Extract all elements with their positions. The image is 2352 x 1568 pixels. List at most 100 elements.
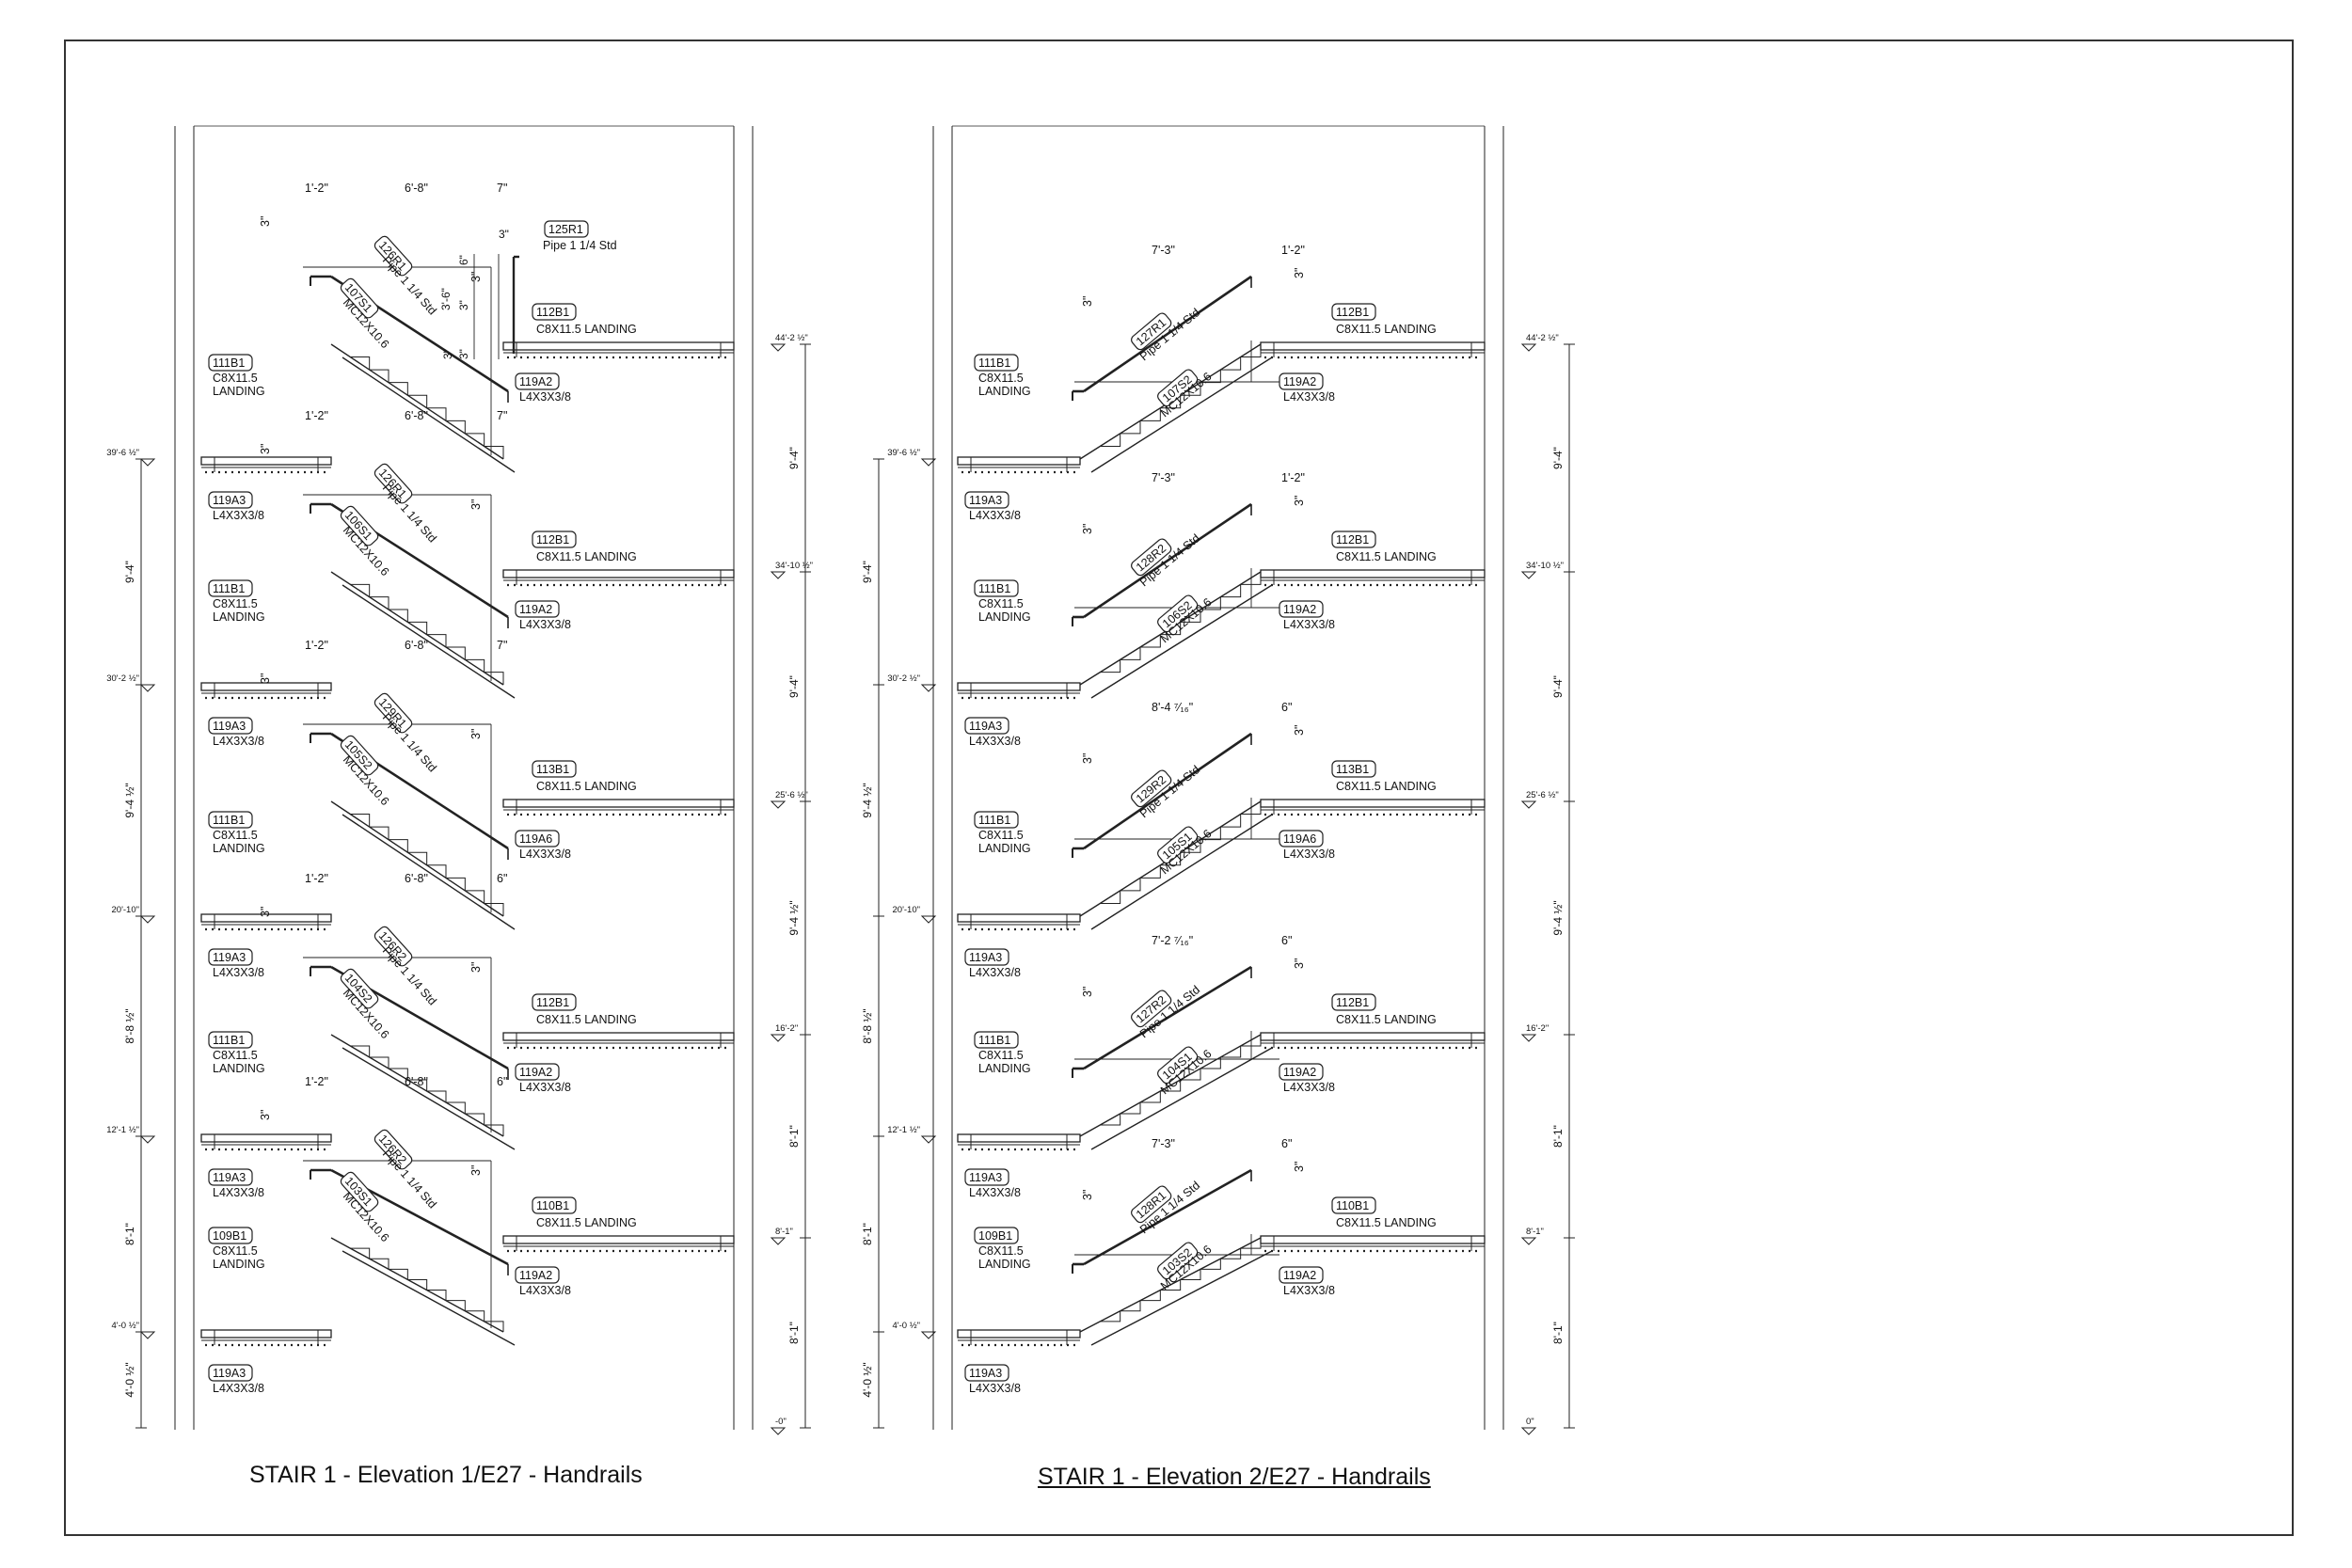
lower-angle-mark-box [208, 948, 253, 966]
rail-mark-box [373, 1129, 413, 1170]
rail-mark-box [1131, 990, 1172, 1028]
tread-6 [1200, 596, 1221, 610]
upper-landing-section [502, 341, 735, 351]
upper-angle-mark-text: 119A6 [1283, 832, 1316, 846]
lower-landing-mark-box [208, 811, 253, 829]
stringer-mark-box [1157, 1046, 1199, 1085]
flight-dim-2: 3" [1081, 987, 1094, 997]
tread-3 [1140, 864, 1161, 879]
upper-landing-section [1260, 569, 1486, 578]
tread-4 [1160, 395, 1182, 409]
tread-6 [446, 877, 466, 891]
tread-4 [407, 394, 428, 408]
lower-landing [200, 456, 332, 474]
stringer-mark-box [340, 277, 379, 319]
level-8-symbol [770, 1237, 787, 1245]
left-dim-0: 9'-4" [123, 561, 136, 583]
right-dim-0: 9'-4" [787, 447, 801, 469]
left-dim-4: 4'-0 ½" [123, 1362, 136, 1397]
flight-dim-1: 6" [1281, 934, 1292, 947]
upper-landing [502, 1235, 735, 1253]
flight-dim-3: 3" [259, 907, 272, 917]
rail-mark-box [373, 692, 413, 734]
flight-dim-3: 3" [259, 216, 272, 227]
level-10: 0" [1520, 1417, 1537, 1435]
tread-5 [1180, 610, 1201, 623]
top-rail-dim-text-3: 3" [441, 349, 454, 359]
top-rail-mark: 125R1 [544, 220, 589, 238]
stringer-top [330, 571, 504, 686]
lower-landing-desc-1: C8X11.5 [213, 1049, 258, 1062]
lower-landing-desc-1: C8X11.5 [978, 597, 1024, 610]
level-10-symbol [1520, 1427, 1537, 1435]
tread-5 [426, 407, 447, 421]
lower-landing-desc-2: LANDING [978, 385, 1031, 398]
level-3-label: 30'-2 ½" [887, 673, 920, 684]
upper-landing-desc: C8X11.5 LANDING [1336, 323, 1437, 336]
tread-5 [426, 1290, 447, 1301]
level-1-label: 39'-6 ½" [106, 448, 139, 458]
upper-angle-mark-box [1279, 1063, 1324, 1081]
upper-angle-mark-text: 119A2 [1283, 603, 1316, 616]
level-1-symbol [920, 458, 937, 467]
level-9-symbol [920, 1331, 937, 1339]
lower-landing-desc-2: LANDING [213, 610, 265, 624]
flight-dim-0: 1'-2" [305, 639, 328, 652]
level-5: 20'-10" [893, 905, 937, 924]
lower-landing [957, 913, 1081, 931]
tread-1 [350, 1045, 371, 1057]
lower-landing-mark-box [974, 579, 1019, 597]
lower-landing-desc-2: LANDING [978, 1062, 1031, 1075]
lower-angle-desc: L4X3X3/8 [969, 1382, 1021, 1395]
tread-7 [1220, 1248, 1242, 1259]
top-rail-mark-box [544, 220, 589, 238]
level-3: 30'-2 ½" [887, 673, 937, 692]
stringer-bottom [1090, 1250, 1273, 1346]
tread-8 [1240, 801, 1262, 816]
tread-7 [465, 1113, 485, 1125]
tread-2 [369, 596, 389, 610]
lower-landing-section [200, 682, 332, 691]
stringer-top [330, 800, 504, 917]
lower-landing [200, 913, 332, 931]
level-2-label: 34'-10 ½" [775, 561, 813, 571]
left-dim-1: 9'-4 ½" [123, 783, 136, 817]
flight-dim-4: 3" [469, 499, 483, 510]
level-7-symbol [920, 1135, 937, 1144]
stringer-bottom [1090, 584, 1273, 699]
lower-angle-mark-text: 119A3 [213, 1171, 246, 1184]
tread-5 [426, 634, 447, 647]
tread-2 [369, 1056, 389, 1069]
level-10: -0" [770, 1417, 787, 1435]
flight-dim-3: 3" [259, 444, 272, 454]
lower-landing-desc-2: LANDING [978, 842, 1031, 855]
lower-landing-mark: 111B1 [974, 354, 1019, 372]
flight-dim-0: 1'-2" [305, 872, 328, 885]
level-6-label: 16'-2" [775, 1023, 798, 1034]
upper-landing-mark-text: 112B1 [536, 996, 569, 1009]
tread-2 [1120, 1300, 1141, 1312]
level-7: 12'-1 ½" [887, 1125, 937, 1144]
flight-dim-2: 7" [497, 182, 507, 195]
lower-angle-mark-box [964, 491, 1009, 509]
tread-1 [1100, 1310, 1121, 1323]
lower-angle-mark-box [964, 717, 1009, 735]
tread-4 [1160, 1279, 1182, 1291]
upper-landing-section [502, 569, 735, 578]
lower-angle-mark-text: 119A3 [213, 720, 246, 733]
flight-dim-3: 3" [1293, 268, 1306, 278]
level-5-label: 20'-10" [112, 905, 139, 915]
upper-angle-mark-box [1279, 600, 1324, 618]
level-9: 4'-0 ½" [112, 1321, 156, 1339]
upper-landing-desc: C8X11.5 LANDING [1336, 1013, 1437, 1026]
lower-landing-section [957, 682, 1081, 691]
lower-landing-mark-box [208, 354, 253, 372]
lower-landing-desc-2: LANDING [213, 842, 265, 855]
level-8: 8'-1" [1520, 1227, 1544, 1245]
lower-landing-desc-1: C8X11.5 [978, 829, 1024, 842]
flight-dim-0: 1'-2" [305, 182, 328, 195]
upper-landing-mark-box [1331, 1196, 1376, 1214]
lower-landing-desc-1: C8X11.5 [213, 829, 258, 842]
stringer-mark-box [1157, 594, 1199, 633]
